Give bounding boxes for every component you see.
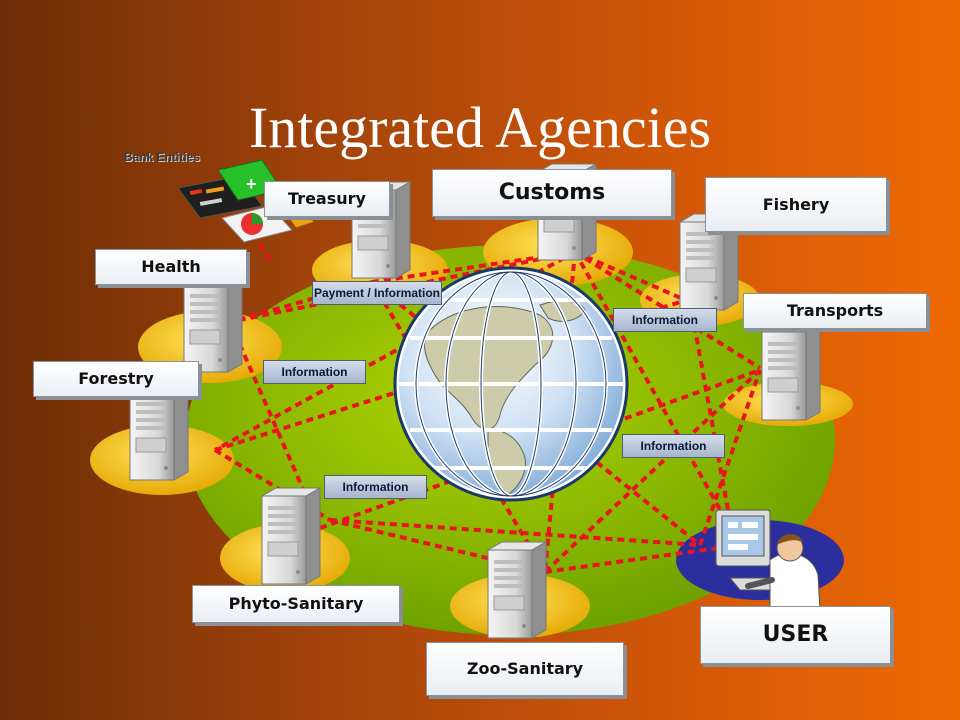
- flow-label-information-left-low: Information: [324, 475, 427, 499]
- agency-fishery: Fishery: [705, 177, 887, 232]
- server-phyto: [261, 487, 321, 585]
- server-forestry: [129, 383, 189, 481]
- agency-treasury: Treasury: [264, 181, 390, 217]
- flow-label-payment: Payment / Information: [312, 281, 442, 305]
- flow-label-information-right-mid: Information: [622, 434, 725, 458]
- agency-phyto-sanitary: Phyto-Sanitary: [192, 585, 400, 623]
- agency-forestry: Forestry: [33, 361, 199, 397]
- agency-zoo-sanitary: Zoo-Sanitary: [426, 642, 624, 696]
- slide-title: Integrated Agencies: [248, 95, 712, 160]
- flow-label-information-right-top: Information: [613, 308, 717, 332]
- bank-entities-label: Bank Entities: [124, 150, 201, 164]
- user-workstation-icon: [715, 509, 821, 613]
- svg-text:+: +: [246, 174, 257, 194]
- agency-customs: Customs: [432, 169, 672, 217]
- agency-health: Health: [95, 249, 247, 285]
- server-health: [183, 275, 243, 373]
- agency-user: USER: [700, 606, 891, 664]
- server-transports: [761, 323, 821, 421]
- flow-label-information-left-top: Information: [263, 360, 366, 384]
- globe: [393, 266, 629, 502]
- agency-transports: Transports: [743, 293, 927, 329]
- server-zoo: [487, 541, 547, 639]
